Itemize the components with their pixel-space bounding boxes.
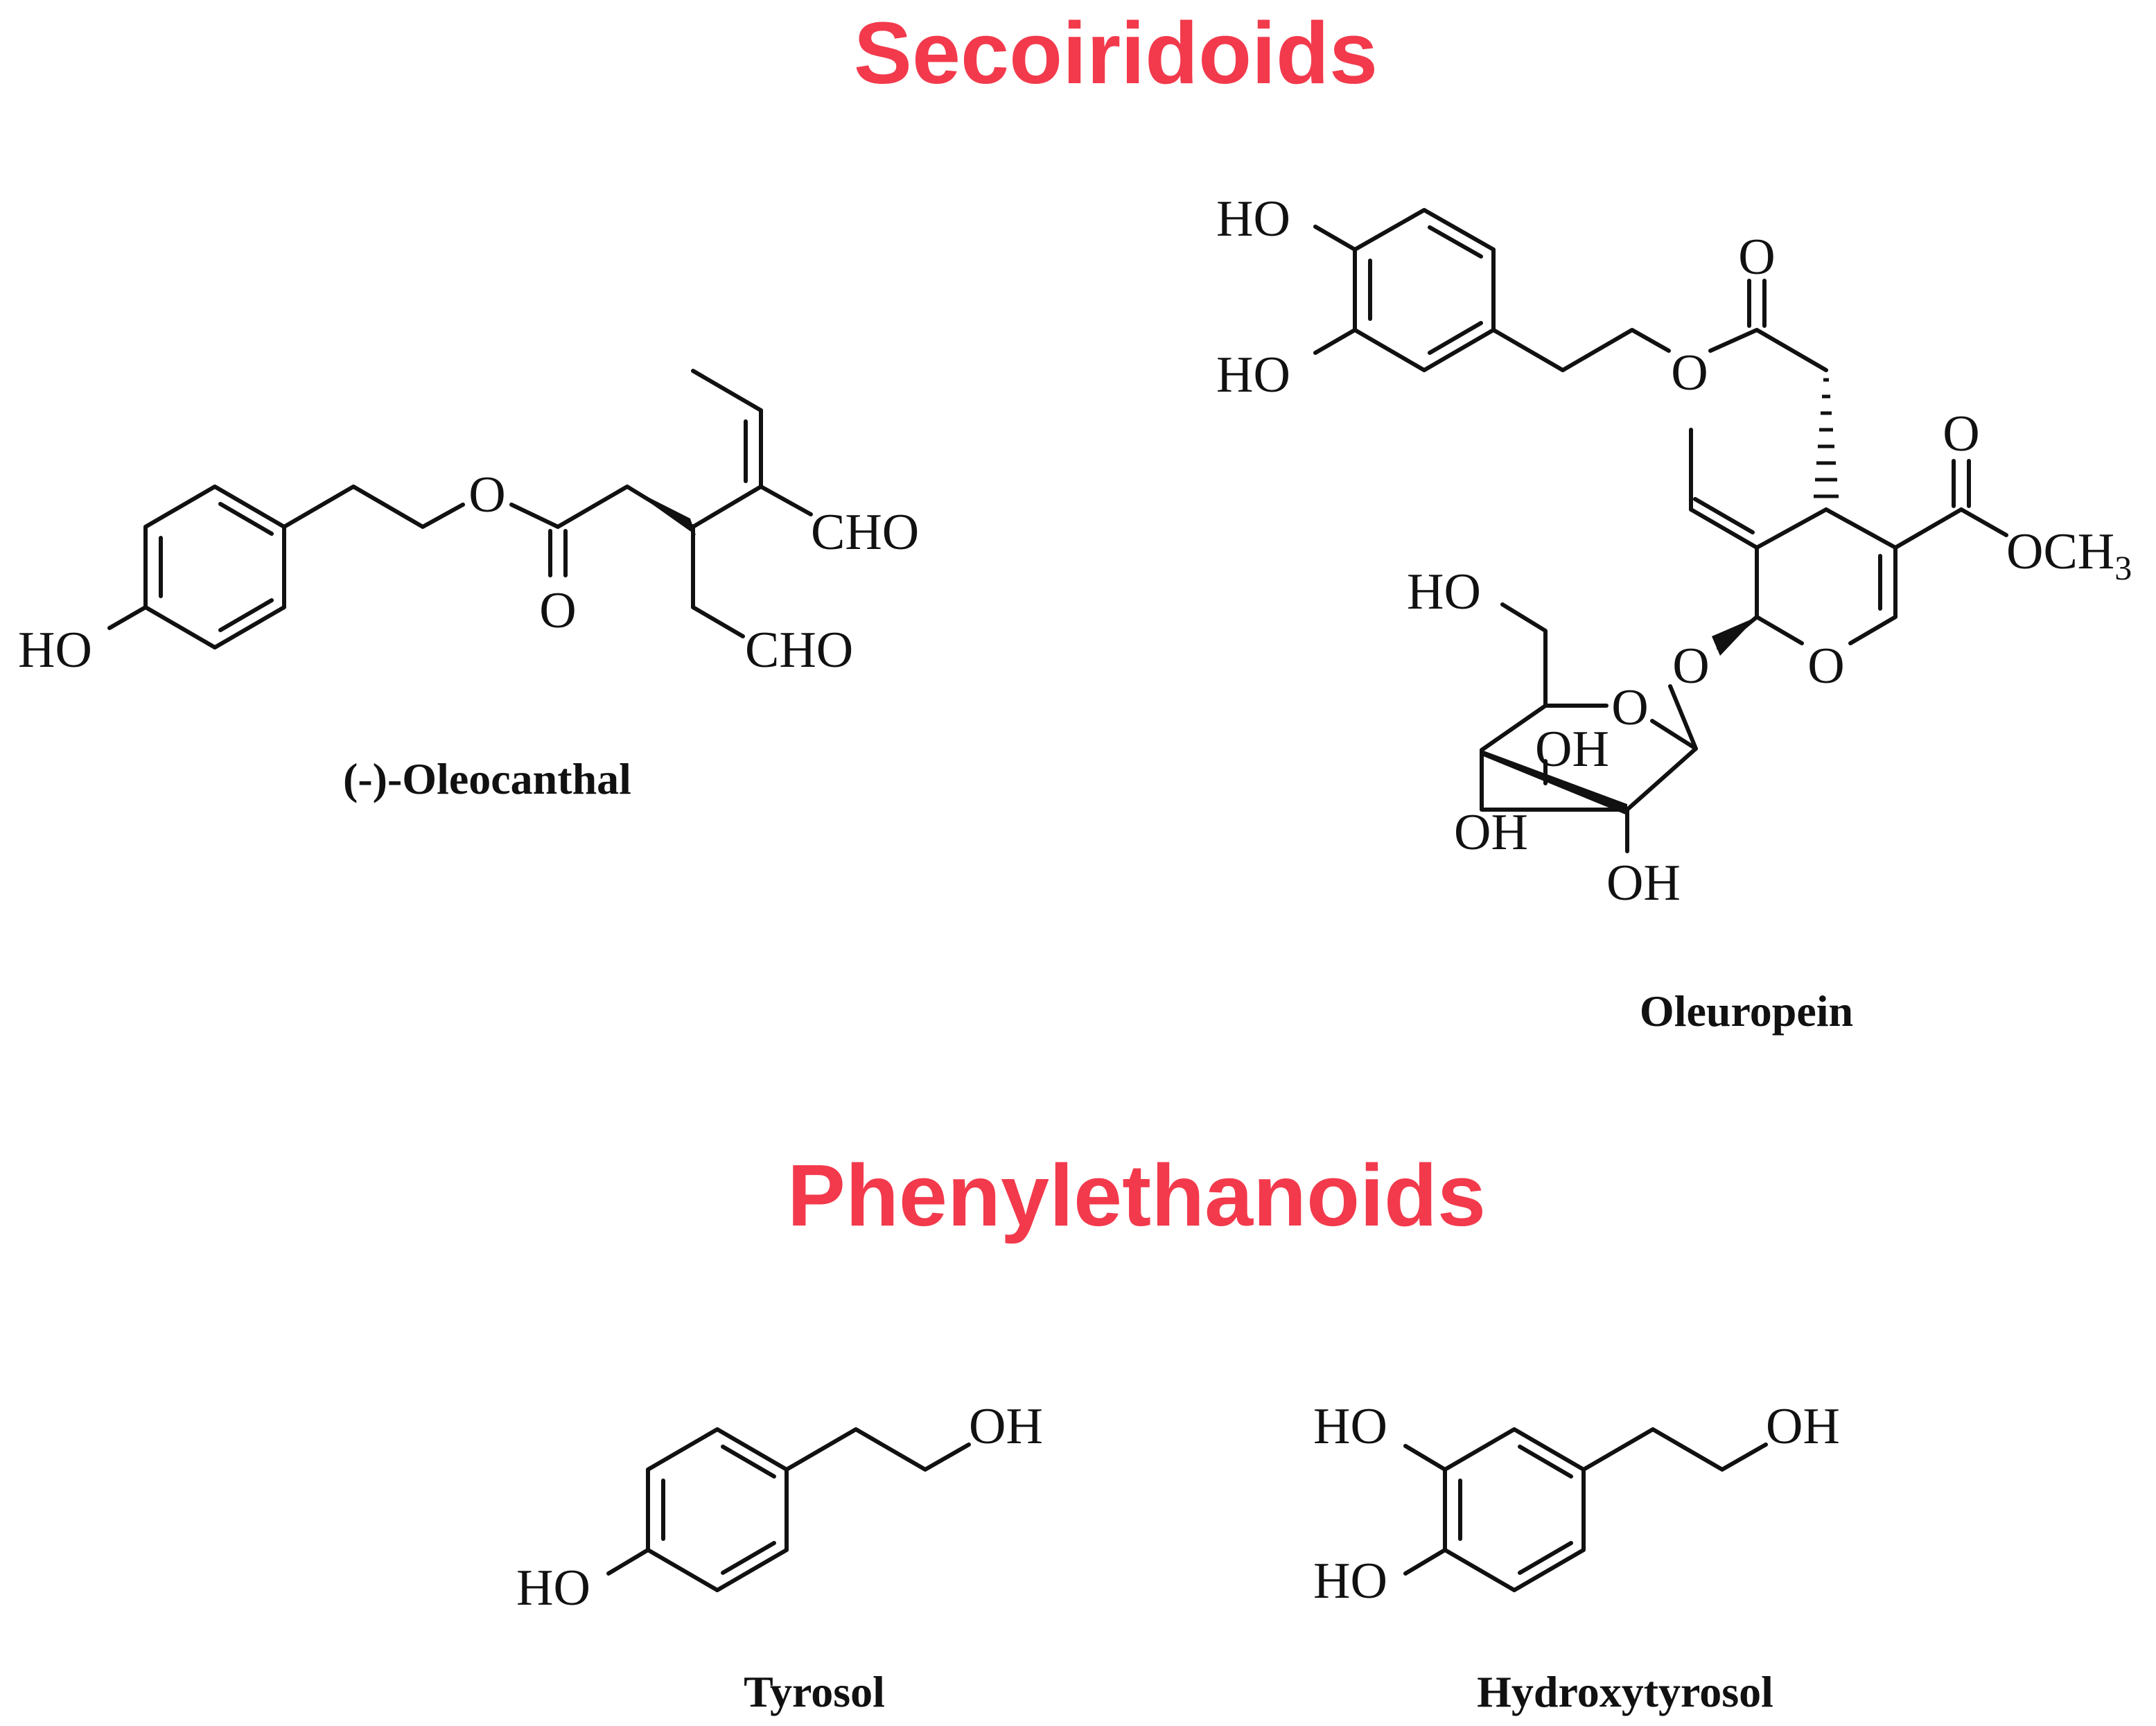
aromatic-double-bond [218, 502, 274, 536]
stereo-wedge-bond [1712, 617, 1757, 656]
hydroxyl-bond [107, 605, 148, 630]
aldehyde-label: CHO [745, 622, 853, 679]
aromatic-double-bond [1428, 321, 1483, 355]
carbonyl-oxygen-label: O [539, 582, 576, 639]
pyran-ring [1824, 507, 1898, 645]
benzene-ring [1443, 1427, 1586, 1592]
hydroxytyrosol-bonds [1403, 1427, 1768, 1592]
glycosidic-oxygen-label: O [1672, 638, 1709, 695]
sugar-oxygen-label: O [1611, 679, 1648, 736]
bold-ring-bond [1482, 750, 1627, 815]
hydroxyl-label: OH [1454, 804, 1528, 861]
hydroxyl-label: HO [18, 622, 92, 679]
benzene-ring [646, 1427, 789, 1592]
ester-oxygen-label: O [1671, 345, 1708, 401]
stereo-wedge-bond [627, 487, 696, 535]
oleocanthal-atoms: HO O O CHO CHO [18, 467, 919, 679]
hydroxyl-label: HO [1313, 1553, 1387, 1610]
benzene-ring [1353, 208, 1496, 372]
benzene-ring [143, 485, 286, 650]
hydroxyl-bond [1313, 328, 1357, 355]
aromatic-double-bond [218, 598, 274, 632]
aromatic-double-bond [1518, 1541, 1573, 1575]
ethyl-ester-chain [1491, 328, 1671, 372]
aromatic-double-bond [721, 1445, 776, 1479]
chain-bond [691, 485, 763, 529]
carbonyl-oxygen-label: O [1943, 406, 1979, 462]
hydroxyl-label: OH [969, 1398, 1043, 1455]
glucose-ring [1650, 719, 1698, 751]
hydroxytyrosol-structure: HO HO OH Hydroxytyrosol [1313, 1398, 1840, 1716]
oleuropein-bonds [1313, 208, 2008, 853]
ethylidene-double-bond [1689, 507, 1759, 550]
oleocanthal-structure: HO O O CHO CHO (-)-Oleocanthal [18, 369, 919, 803]
ester-linkage [1708, 328, 1828, 372]
aromatic-double-bond [1428, 225, 1483, 259]
aldehyde-bond [759, 485, 813, 516]
hydroxyl-label: HO [1313, 1398, 1387, 1455]
oleuropein-atoms: HO HO O O O OCH3 O O HO O OH OH OH [1216, 191, 2132, 912]
ester-bond [1959, 507, 2008, 537]
compound-name-oleuropein: Oleuropein [1640, 986, 1853, 1036]
oleocanthal-bonds [107, 369, 813, 650]
hydroxyl-label: HO [516, 1560, 590, 1616]
hydroxyl-bond [606, 1548, 650, 1576]
hydroxyl-bond [1403, 1548, 1447, 1576]
heading-phenylethanoids: Phenylethanoids [787, 1147, 1486, 1244]
hydroxyl-bond [1403, 1444, 1447, 1472]
ethanol-chain [1581, 1427, 1768, 1472]
ester-bond [1893, 507, 1963, 550]
methoxy-label: OCH3 [2006, 523, 2132, 587]
hydroxyl-label: HO [1407, 564, 1481, 620]
hydroxymethyl-bond [1500, 602, 1548, 708]
ester-oxygen-label: O [468, 467, 505, 523]
ring-oxygen-label: O [1807, 638, 1844, 695]
tyrosol-structure: HO OH Tyrosol [516, 1398, 1043, 1716]
hydroxyl-label: OH [1606, 855, 1681, 912]
aldehyde-label: CHO [811, 504, 919, 561]
ethyl-ester-chain [282, 485, 465, 529]
heading-secoiridoids: Secoiridoids [854, 4, 1378, 102]
ethanol-chain [785, 1427, 971, 1472]
pyran-ring [1755, 507, 1828, 645]
aromatic-double-bond [1518, 1445, 1573, 1479]
oleuropein-structure: HO HO O O O OCH3 O O HO O OH OH OH Oleur… [1216, 191, 2132, 1036]
hydroxyl-label: HO [1216, 191, 1290, 247]
hydroxyl-label: OH [1535, 721, 1609, 778]
methyl-bond [691, 369, 763, 412]
aldehyde-chain [691, 525, 745, 638]
compound-name-tyrosol: Tyrosol [744, 1667, 885, 1716]
hydroxyl-label: HO [1216, 347, 1290, 403]
compound-name-oleocanthal: (-)-Oleocanthal [343, 754, 631, 803]
hydroxyl-label: OH [1766, 1398, 1840, 1455]
hashed-stereo-bond [1814, 378, 1839, 498]
compound-name-hydroxytyrosol: Hydroxytyrosol [1477, 1667, 1773, 1716]
ethylidene-double-bond [1693, 497, 1755, 534]
aromatic-double-bond [721, 1541, 776, 1575]
hydroxyl-bond [1313, 225, 1357, 252]
carbonyl-oxygen-label: O [1738, 229, 1775, 286]
tyrosol-bonds [606, 1427, 971, 1592]
